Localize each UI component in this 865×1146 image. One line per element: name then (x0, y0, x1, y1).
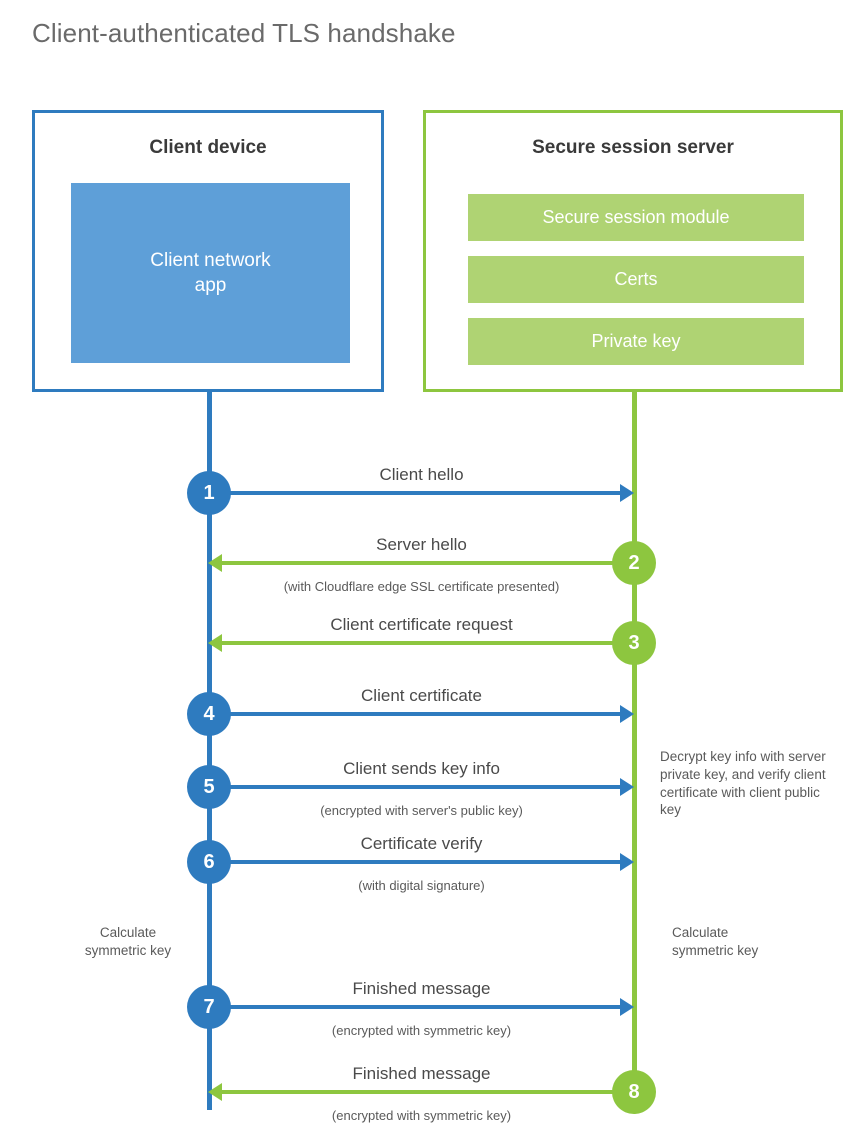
server-decrypt-note: Decrypt key info with server private key… (660, 749, 826, 818)
arrow-head-step-6 (620, 853, 634, 871)
client-lifeline (207, 389, 212, 1110)
message-sublabel-step-5: (encrypted with server's public key) (320, 803, 523, 818)
server-calculate-symmetric-key-note: Calculate symmetric key (672, 925, 759, 958)
arrow-line-step-1 (209, 491, 622, 495)
arrow-head-step-3 (208, 634, 222, 652)
step-circle-8[interactable]: 8 (612, 1070, 656, 1114)
arrow-head-step-5 (620, 778, 634, 796)
step-circle-1[interactable]: 1 (187, 471, 231, 515)
arrow-head-step-7 (620, 998, 634, 1016)
step-circle-5[interactable]: 5 (187, 765, 231, 809)
arrow-head-step-8 (208, 1083, 222, 1101)
step-circle-2[interactable]: 2 (612, 541, 656, 585)
server-lifeline (632, 389, 637, 1092)
arrow-line-step-6 (209, 860, 622, 864)
server-component-secure-session-module: Secure session module (468, 194, 804, 241)
message-sublabel-step-7: (encrypted with symmetric key) (331, 1023, 512, 1038)
message-label-step-5: Client sends key info (343, 759, 500, 778)
secure-session-server-box: Secure session server Secure session mod… (423, 110, 843, 392)
message-label-step-3: Client certificate request (330, 615, 513, 634)
message-sublabel-step-6: (with digital signature) (358, 878, 485, 893)
message-sublabel-step-8: (encrypted with symmetric key) (331, 1108, 512, 1123)
arrow-line-step-4 (209, 712, 622, 716)
step-circle-4[interactable]: 4 (187, 692, 231, 736)
arrow-line-step-2 (221, 561, 634, 565)
secure-session-server-title: Secure session server (532, 137, 734, 158)
message-sublabel-step-2: (with Cloudflare edge SSL certificate pr… (283, 579, 560, 594)
arrow-line-step-8 (221, 1090, 634, 1094)
arrow-head-step-2 (208, 554, 222, 572)
message-label-step-7: Finished message (352, 979, 491, 998)
message-label-step-4: Client certificate (361, 686, 482, 705)
step-circle-6[interactable]: 6 (187, 840, 231, 884)
message-label-step-8: Finished message (352, 1064, 491, 1083)
arrow-line-step-3 (221, 641, 634, 645)
arrow-head-step-4 (620, 705, 634, 723)
client-calculate-symmetric-key-note: Calculate symmetric key (84, 925, 172, 958)
server-component-private-key: Private key (468, 318, 804, 365)
message-label-step-1: Client hello (379, 465, 464, 484)
page-title: Client-authenticated TLS handshake (32, 18, 456, 48)
arrow-head-step-1 (620, 484, 634, 502)
client-device-title: Client device (149, 137, 267, 158)
message-label-step-6: Certificate verify (360, 834, 483, 853)
server-component-certs: Certs (468, 256, 804, 303)
step-circle-3[interactable]: 3 (612, 621, 656, 665)
arrow-line-step-7 (209, 1005, 622, 1009)
message-label-step-2: Server hello (376, 535, 467, 554)
arrow-line-step-5 (209, 785, 622, 789)
step-circle-7[interactable]: 7 (187, 985, 231, 1029)
